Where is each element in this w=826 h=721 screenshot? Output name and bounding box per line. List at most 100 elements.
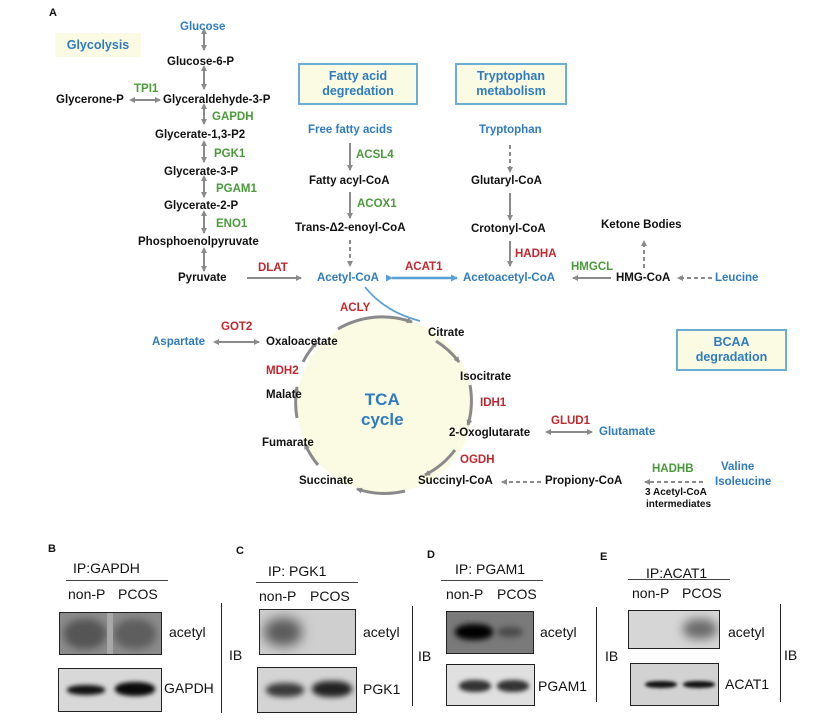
metabolite-isoleucine: Isoleucine [715,476,772,488]
blot-b-lane-gap [107,613,113,654]
blot-c-acetyl-band-nonp [264,618,302,646]
enzyme-ogdh: OGDH [460,454,495,466]
metabolite-fumarate: Fumarate [262,437,314,449]
panel-label-c: C [236,545,244,557]
enzyme-gapdh: GAPDH [212,111,254,123]
tca-cycle-label: TCA cycle [361,390,404,429]
blot-c-lane-pcos: PCOS [310,588,350,604]
tca-label-line2: cycle [361,409,404,429]
fatty-acid-box: Fatty acid degredation [298,63,418,105]
enzyme-glud1: GLUD1 [551,415,590,427]
blot-d-row-acetyl: acetyl [540,624,577,640]
enzyme-eno1: ENO1 [216,218,248,230]
metabolite-glucose-6-p: Glucose-6-P [167,56,235,68]
fatty-acid-label-line2: degredation [322,84,394,98]
fatty-acid-label-line1: Fatty acid [328,69,388,83]
blot-e-lane-pcos: PCOS [682,585,722,601]
enzyme-pgam1: PGAM1 [216,183,257,195]
blot-d-acetyl-membrane [446,611,534,654]
blot-c-ip-underline [256,582,358,584]
enzyme-acsl4: ACSL4 [356,149,394,161]
panel-label-b: B [48,543,56,555]
enzyme-tpi1: TPI1 [134,83,159,95]
blot-d-row-pgam1: PGAM1 [538,678,588,694]
metabolite-fatty-acyl-coa: Fatty acyl-CoA [309,175,390,187]
blot-d-pgam1-membrane [446,664,535,706]
metabolite-valine: Valine [721,461,755,473]
metabolite-citrate: Citrate [428,327,465,339]
blot-e-ib-label: IB [784,647,798,663]
blot-e-ip-label: IP:ACAT1 [646,565,708,581]
blot-e-acat1-membrane [630,663,719,706]
metabolite-hmg-coa: HMG-CoA [616,272,671,284]
tryptophan-label-line1: Tryptophan [476,69,546,83]
blot-e-ip-underline [628,579,730,581]
blot-b-lane-nonp: non-P [68,586,106,602]
glycolysis-label: Glycolysis [66,38,130,52]
bcaa-label-line1: BCAA [713,335,750,349]
arc-oaa-citrate [337,315,413,331]
arc-isocitrate-oxoglutarate [466,384,473,426]
blot-b-gapdh-band-pcos [115,682,155,696]
metabolite-malate: Malate [266,389,302,401]
blot-d-ip-label: IP: PGAM1 [455,561,526,577]
metabolite-oxaloacetate: Oxaloacetate [266,336,338,348]
blot-c-pgk1-band-pcos [312,681,352,697]
bcaa-box: BCAA degradation [676,329,787,371]
enzyme-idh1: IDH1 [480,397,507,409]
blot-d-ib-bracket [596,607,598,702]
enzyme-pgk1: PGK1 [214,148,246,160]
enzyme-hadhb: HADHB [652,463,694,475]
enzyme-hadha: HADHA [515,248,557,260]
curve-acetylcoa-citrate [364,286,421,322]
metabolite-2-oxoglutarate: 2-Oxoglutarate [449,427,531,439]
blot-c-acetyl-membrane [259,609,356,655]
arc-fumarate-malate [293,386,300,419]
metabolite-tryptophan: Tryptophan [479,124,542,136]
blot-d-acetyl-band-nonp [455,624,493,640]
blot-e-lane-nonp: non-P [632,585,670,601]
blot-d-pgam1-band-nonp [459,680,491,692]
metabolite-leucine: Leucine [715,272,759,284]
metabolite-pyruvate: Pyruvate [178,272,227,284]
metabolite-free-fatty-acids: Free fatty acids [308,124,393,136]
metabolite-propionyl-coa: Propiony-CoA [545,475,623,487]
metabolite-aspartate: Aspartate [152,336,206,348]
tca-cycle-circle [297,317,473,493]
metabolite-succinate: Succinate [299,475,354,487]
blot-b-acetyl-band-nonp [64,619,106,649]
blot-d-ib-label: IB [605,648,619,664]
enzyme-acly: ACLY [340,302,371,314]
enzyme-acat1: ACAT1 [405,261,443,273]
metabolite-succinyl-coa: Succinyl-CoA [418,475,493,487]
blot-c-row-pgk1: PGK1 [363,681,401,697]
blot-b-acetyl-membrane [59,612,162,655]
enzyme-got2: GOT2 [221,321,253,333]
blot-c-row-acetyl: acetyl [363,624,400,640]
metabolite-glycerate-3-p: Glycerate-3-P [164,166,239,178]
blot-b-ip-label: IP:GAPDH [73,560,140,576]
blot-b-acetyl-band-pcos [114,619,156,649]
blot-e-acat1-band-pcos [683,681,715,688]
blot-d-lane-pcos: PCOS [497,586,537,602]
blot-b-lane-pcos: PCOS [118,586,158,602]
blot-b-row-gapdh: GAPDH [164,680,214,696]
enzyme-acox1: ACOX1 [357,198,397,210]
metabolite-glucose: Glucose [180,21,226,33]
blot-c-ib-label: IB [418,648,432,664]
metabolite-glutaryl-coa: Glutaryl-CoA [471,175,542,187]
blot-e-ib-bracket [780,604,782,702]
metabolite-glycerate-1-3-p2: Glycerate-1,3-P2 [155,129,246,141]
blot-e-acat1-band-nonp [645,681,677,688]
enzyme-mdh2: MDH2 [266,365,299,377]
metabolite-intermediates: intermediates [646,499,712,510]
blot-e-row-acat1: ACAT1 [725,676,770,692]
tryptophan-box: Tryptophan metabolism [455,63,567,105]
enzyme-hmgcl: HMGCL [571,261,614,273]
enzyme-dlat: DLAT [258,262,288,274]
blot-d-ip-underline [441,580,543,582]
arc-citrate-isocitrate [435,339,461,363]
blot-d-lane-nonp: non-P [446,586,484,602]
glycolysis-box: Glycolysis [55,33,141,57]
metabolite-glycerate-2-p: Glycerate-2-P [164,200,239,212]
